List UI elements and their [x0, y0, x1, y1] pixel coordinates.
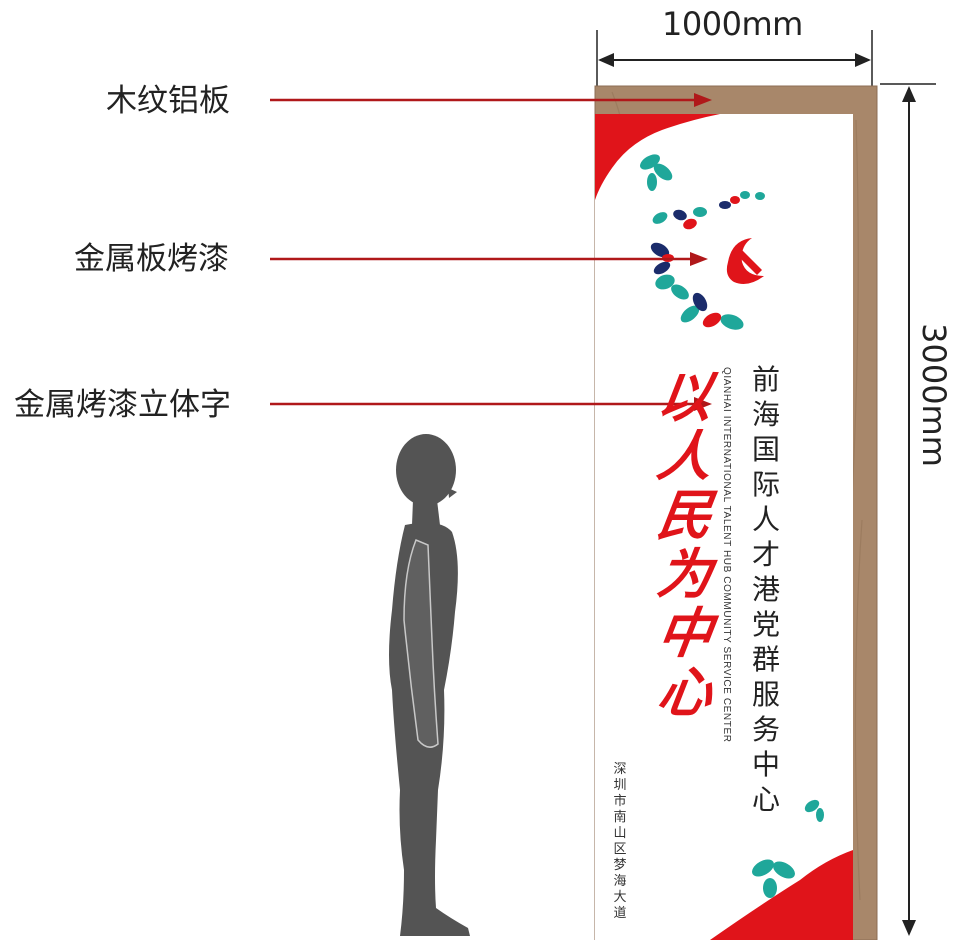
human-silhouette: [389, 434, 470, 936]
title-char: 海: [751, 398, 780, 431]
title-char: 党: [751, 608, 780, 641]
address-char: 道: [613, 906, 627, 921]
title-char: 中: [751, 748, 780, 781]
title-char: 国: [751, 433, 780, 466]
slogan-char: 心: [653, 660, 717, 724]
slogan-vertical: 以 人 民 为 中 心: [650, 365, 720, 724]
address-char: 梦: [613, 858, 627, 873]
title-char: 才: [751, 538, 780, 571]
height-dimension: [880, 83, 936, 936]
address-char: 深: [613, 762, 627, 777]
address-char: 海: [613, 874, 627, 889]
label-metal-panel-paint: 金属板烤漆: [74, 241, 229, 277]
title-char: 港: [751, 573, 780, 606]
address-char: 大: [613, 890, 627, 905]
slogan-char: 为: [653, 542, 717, 606]
address-vertical: 深 圳 市 南 山 区 梦 海 大 道: [612, 762, 628, 922]
sign-title-vertical: 前 海 国 际 人 才 港 党 群 服 务 中 心: [746, 362, 786, 817]
pointer-arrows: [270, 93, 712, 411]
title-char: 际: [751, 468, 780, 501]
slogan-char: 以: [653, 365, 717, 429]
width-dimension: [596, 30, 873, 86]
label-metal-3d-letters: 金属烤漆立体字: [14, 387, 231, 423]
address-char: 圳: [613, 778, 627, 793]
english-subtitle: QIANHAI INTERNATIONAL TALENT HUB COMMUNI…: [721, 367, 732, 743]
title-char: 前: [751, 363, 780, 396]
slogan-char: 民: [653, 483, 717, 547]
slogan-char: 人: [653, 424, 717, 488]
title-char: 群: [751, 643, 780, 676]
address-char: 市: [613, 794, 627, 809]
bottom-red-arc: [710, 850, 853, 940]
width-dimension-label: 1000mm: [662, 5, 803, 43]
height-dimension-label: 3000mm: [915, 323, 953, 467]
address-char: 区: [613, 842, 627, 857]
title-char: 服: [751, 678, 780, 711]
title-char: 务: [751, 713, 780, 746]
address-char: 山: [613, 826, 627, 841]
lower-decor: [752, 799, 824, 898]
heart-motif: [640, 154, 765, 330]
address-char: 南: [613, 810, 627, 825]
title-char: 人: [751, 503, 780, 536]
label-wood-grain-panel: 木纹铝板: [106, 83, 230, 119]
slogan-char: 中: [653, 601, 717, 665]
title-char: 心: [751, 783, 780, 816]
top-red-arc: [595, 114, 720, 200]
